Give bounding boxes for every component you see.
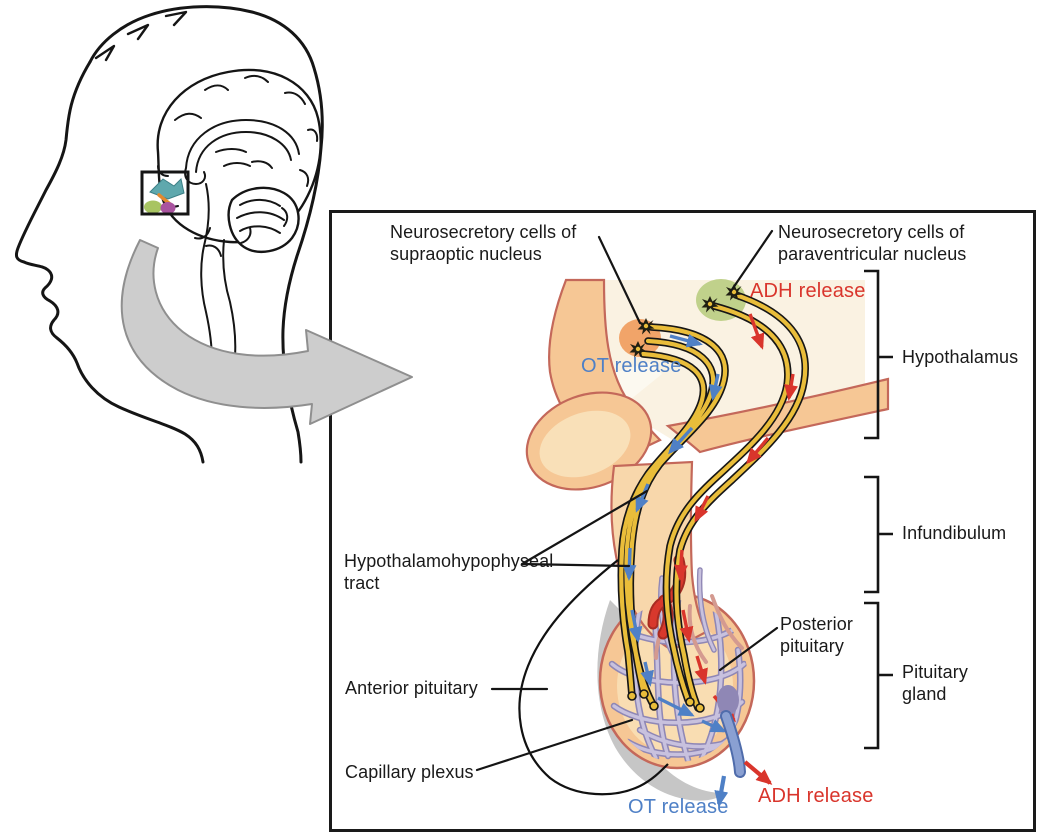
hairline-strokes <box>94 10 188 62</box>
pituitary-green-shape <box>144 200 162 214</box>
label-infundibulum: Infundibulum <box>902 523 1007 543</box>
bracket-pituitary-gland <box>864 601 893 750</box>
label-neurosecretory-paraventricular: Neurosecretory cells of paraventricular … <box>778 222 967 264</box>
pituitary-highlight-structures <box>140 170 190 216</box>
label-hypothalamohypophyseal-tract: Hypothalamohypophyseal tract <box>344 551 554 593</box>
label-neurosecretory-supraoptic: Neurosecretory cells of supraoptic nucle… <box>390 222 577 264</box>
neuron-cell-bodies <box>629 284 743 358</box>
venous-outflow <box>717 685 740 772</box>
label-posterior-pituitary: Posterior pituitary <box>780 614 853 656</box>
cerebellum <box>227 186 300 253</box>
label-adh-release-top: ADH release <box>750 280 866 302</box>
bracket-hypothalamus <box>864 269 893 440</box>
head-profile-inset <box>14 5 413 464</box>
brain-illustration <box>156 68 322 363</box>
release-exit-arrows <box>714 760 773 807</box>
label-pituitary-gland: Pituitary gland <box>902 662 968 704</box>
pituitary-purple-shape <box>160 202 176 214</box>
label-capillary-plexus: Capillary plexus <box>345 762 474 782</box>
label-hypothalamus: Hypothalamus <box>902 347 1019 367</box>
zoom-arrow-icon <box>120 239 413 425</box>
label-adh-release-bottom: ADH release <box>758 785 874 807</box>
thalamus-lines <box>215 148 273 169</box>
cerebellum-folia <box>236 198 285 234</box>
anatomy-illustration <box>475 229 893 807</box>
anterior-pituitary-outline <box>518 559 669 796</box>
highlight-box <box>140 170 190 216</box>
label-anterior-pituitary: Anterior pituitary <box>345 678 478 698</box>
bracket-infundibulum <box>864 475 893 594</box>
region-brackets <box>864 269 893 750</box>
ot-flow-arrows <box>622 333 727 733</box>
corpus-callosum <box>184 119 300 185</box>
label-ot-release-top: OT release <box>581 355 682 377</box>
leader-lines <box>475 229 779 772</box>
hypothalamus-wall <box>525 278 890 652</box>
label-ot-release-bottom: OT release <box>628 796 729 818</box>
brainstem <box>200 183 237 363</box>
